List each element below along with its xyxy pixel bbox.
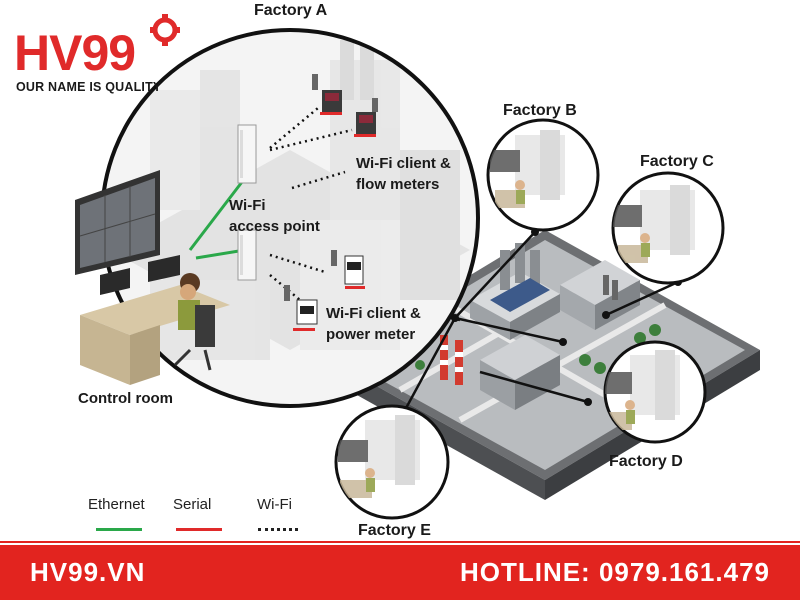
label-factory-b: Factory B — [503, 102, 577, 119]
label-access-point-2: access point — [229, 218, 320, 235]
legend-serial-label: Serial — [173, 496, 212, 513]
factory-b-bubble — [486, 118, 600, 232]
legend-ethernet-label: Ethernet — [88, 496, 145, 513]
legend-ethernet-swatch — [96, 528, 142, 531]
legend-serial-swatch — [176, 528, 222, 531]
factory-d-bubble — [603, 340, 707, 444]
factory-links — [403, 231, 679, 411]
factory-e-bubble — [334, 404, 450, 520]
ethernet-links — [188, 177, 247, 260]
label-flow-meters-2: flow meters — [356, 176, 440, 193]
access-point-icon — [237, 124, 257, 281]
label-power-meter-2: power meter — [326, 326, 416, 343]
label-control-room: Control room — [78, 390, 173, 407]
power-meter-icon — [284, 250, 365, 331]
label-factory-a: Factory A — [254, 2, 328, 19]
gear-icon — [150, 14, 180, 46]
footer-divider — [0, 541, 800, 543]
label-access-point-1: Wi-Fi — [229, 197, 266, 214]
factory-c-bubble — [611, 171, 725, 285]
footer-bar — [0, 545, 800, 600]
brand-slogan: OUR NAME IS QUALITY — [16, 80, 162, 94]
label-factory-d: Factory D — [609, 453, 683, 470]
label-power-meter-1: Wi-Fi client & — [326, 305, 421, 322]
label-flow-meters-1: Wi-Fi client & — [356, 155, 451, 172]
legend-wifi-label: Wi-Fi — [257, 496, 292, 513]
footer-hotline[interactable]: HOTLINE: 0979.161.479 — [459, 557, 770, 587]
label-factory-c: Factory C — [640, 153, 714, 170]
brand-logo: HV99 — [14, 25, 136, 81]
footer-website[interactable]: HV99.VN — [30, 557, 146, 587]
flow-meter-icon — [312, 74, 378, 137]
legend-wifi-swatch — [258, 528, 298, 531]
control-room — [75, 170, 230, 385]
label-factory-e: Factory E — [358, 522, 431, 539]
